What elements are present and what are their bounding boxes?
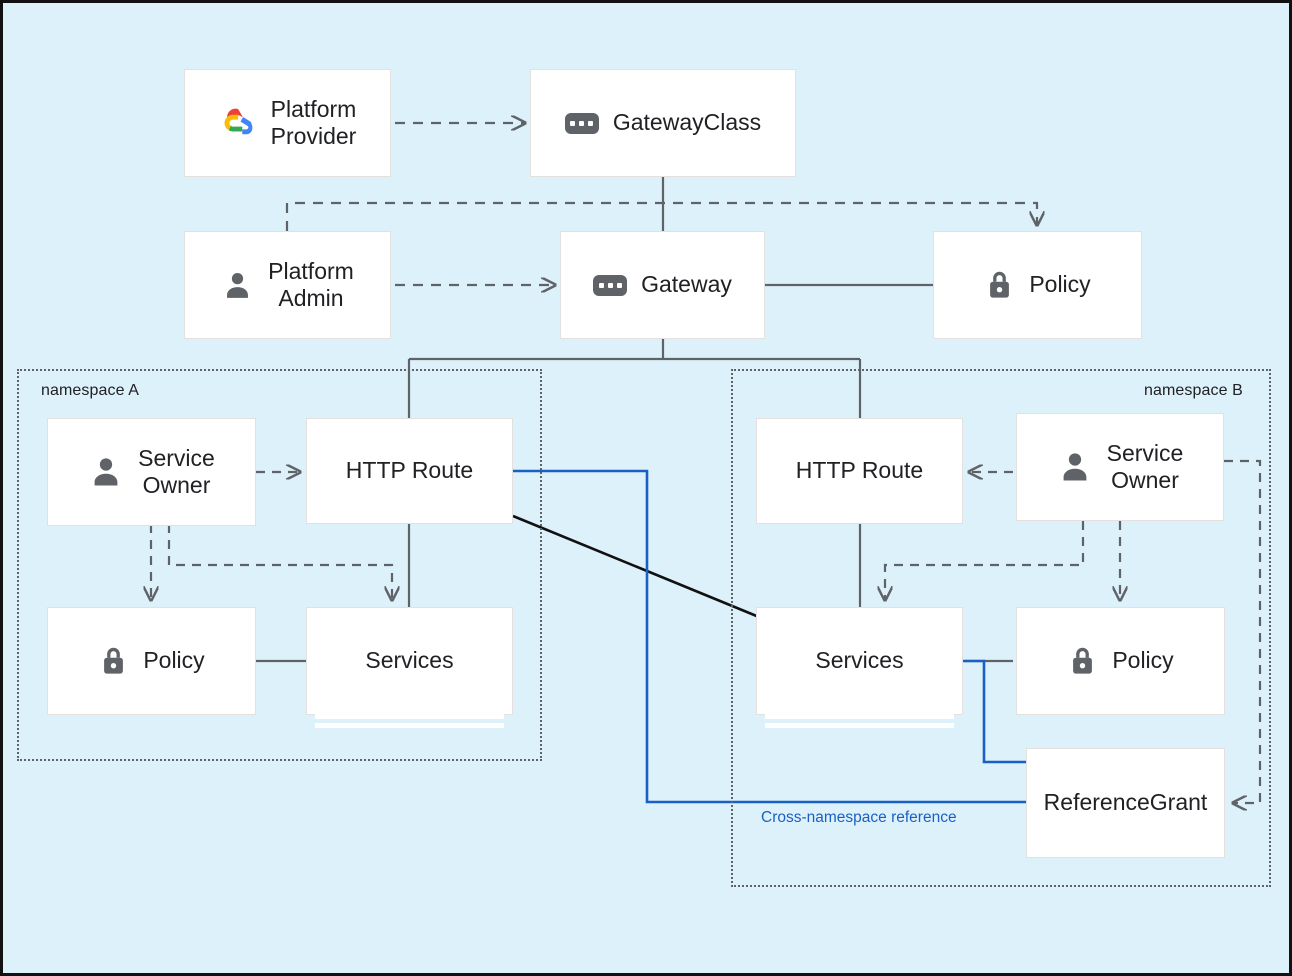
node-platform-provider[interactable]: Platform Provider [184,69,391,177]
node-policy-top[interactable]: Policy [933,231,1142,339]
edge-admin-to-policy-top [285,201,1037,231]
lock-icon [984,269,1015,302]
cross-namespace-reference-label: Cross-namespace reference [761,809,957,826]
node-label: Service Owner [1106,439,1184,493]
edge-services-b-to-reference-grant-blue [961,659,1027,764]
node-label: Services [815,647,904,674]
gateway-icon [564,112,599,134]
node-label: Policy [1112,647,1174,674]
node-label: ReferenceGrant [1043,789,1208,816]
edge-route-a-to-services-b [512,514,760,619]
edge-owner-b-to-reference-grant [1224,459,1262,803]
person-icon [88,454,124,490]
node-services-a[interactable]: Services [306,607,513,730]
node-label: Policy [1029,271,1091,298]
lock-icon [98,645,129,678]
node-platform-admin[interactable]: Platform Admin [184,231,391,339]
node-label: Platform Provider [270,95,357,149]
node-label: Services [365,647,454,674]
node-services-b[interactable]: Services [756,607,963,730]
google-cloud-icon [219,107,257,139]
node-label: Service Owner [138,444,215,498]
node-http-route-b[interactable]: HTTP Route [756,418,963,524]
namespace-b-label: namespace B [1144,382,1243,399]
node-service-owner-b[interactable]: Service Owner [1016,413,1224,521]
namespace-b-boundary [731,369,1271,887]
edge-owner-a-to-services-a [167,524,392,600]
node-label: Platform Admin [268,257,354,311]
node-gatewayclass[interactable]: GatewayClass [530,69,796,177]
person-icon [1057,449,1093,485]
node-reference-grant[interactable]: ReferenceGrant [1026,748,1225,858]
node-label: HTTP Route [795,457,924,484]
namespace-a-label: namespace A [41,382,140,399]
edge-owner-b-to-services-b [885,521,1085,600]
node-gateway[interactable]: Gateway [560,231,765,339]
node-policy-a[interactable]: Policy [47,607,256,715]
edge-route-a-to-reference-grant-blue [513,469,1027,804]
connector-layer [3,3,1262,976]
person-icon [221,269,254,302]
node-label: GatewayClass [612,109,762,136]
gateway-icon [593,274,628,296]
namespace-a-boundary [17,369,542,761]
lock-icon [1067,645,1098,678]
node-policy-b[interactable]: Policy [1016,607,1225,715]
node-label: Policy [143,647,205,674]
node-label: HTTP Route [345,457,474,484]
node-label: Gateway [641,271,732,298]
node-service-owner-a[interactable]: Service Owner [47,418,256,526]
node-http-route-a[interactable]: HTTP Route [306,418,513,524]
